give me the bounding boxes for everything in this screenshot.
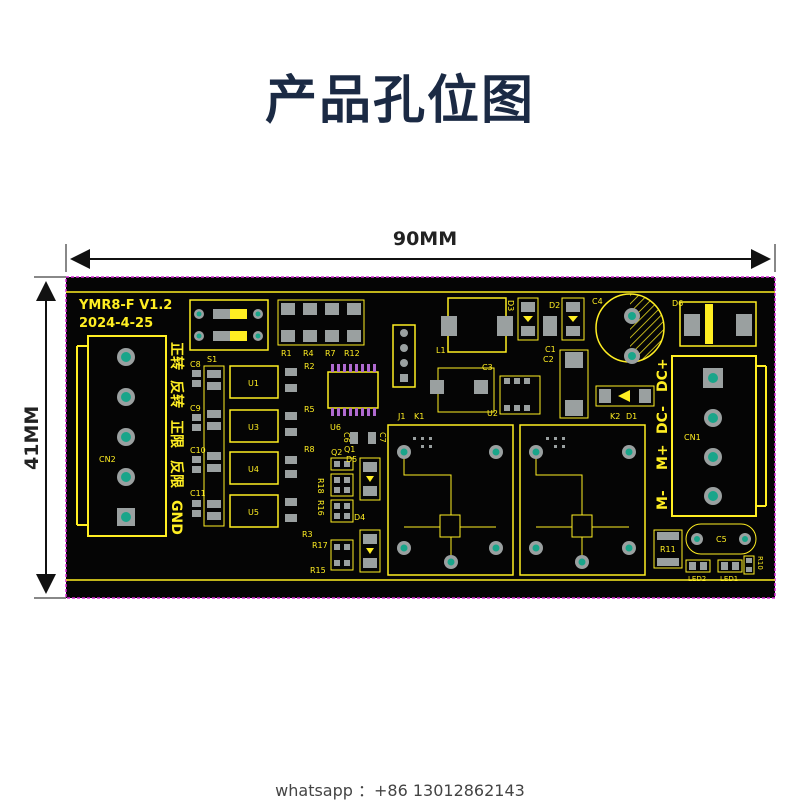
c2-label: C2	[543, 355, 554, 364]
label-reverse: 反转	[168, 380, 185, 408]
label-dc-minus: DC-	[655, 406, 671, 434]
relay-right	[519, 424, 646, 576]
u5-label: U5	[248, 508, 259, 517]
r3-label: R3	[302, 530, 313, 539]
c6-label: C6	[342, 432, 351, 443]
page-title: 产品孔位图	[264, 71, 535, 131]
c8-label: C8	[190, 360, 201, 369]
c11-label: C11	[190, 489, 206, 498]
r10-label: R10	[756, 556, 764, 570]
led1-label: LED1	[720, 575, 738, 583]
resistor-array: R1 R4 R7 R12	[277, 299, 365, 358]
r5-label: R5	[304, 405, 315, 414]
board-model-label: YMR8-F V1.2	[78, 298, 172, 313]
label-dc-plus: DC+	[655, 358, 671, 392]
r12-label: R12	[344, 349, 360, 358]
c1-label: C1	[545, 345, 556, 354]
d1-label: D1	[626, 412, 637, 421]
label-forward-limit: 正限	[168, 420, 184, 448]
r16-label: R16	[316, 500, 325, 516]
q2-label: Q2	[331, 448, 342, 457]
driver-parts: Q2 R17 R15 R18 R16 Q1 D5 D4 C6 C7	[310, 432, 387, 575]
label-forward: 正转	[168, 342, 185, 370]
c4-capacitor: C4	[592, 293, 665, 364]
pcb-board	[65, 276, 776, 599]
q1-label: Q1	[344, 445, 355, 454]
cn1-terminal: CN1	[671, 355, 767, 517]
board-date-label: 2024-4-25	[79, 316, 153, 331]
status-section: R11 C5 LED2 LED1 R10	[653, 523, 764, 583]
s1-label: S1	[207, 355, 217, 364]
r15-label: R15	[310, 566, 326, 575]
c5-label: C5	[716, 535, 727, 544]
j1-label: J1	[397, 412, 405, 421]
label-reverse-limit: 反限	[168, 460, 185, 488]
c7-label: C7	[378, 432, 387, 443]
l1-label: L1	[436, 346, 446, 355]
u4-label: U4	[248, 465, 259, 474]
cn2-terminal: CN2	[76, 335, 167, 537]
d2-label: D2	[549, 301, 560, 310]
u2-label: U2	[487, 409, 498, 418]
power-section: L1 C3 U2	[430, 297, 541, 418]
u1-label: U1	[248, 379, 259, 388]
d4-label: D4	[354, 513, 365, 522]
r2-label: R2	[304, 362, 315, 371]
relay-left	[387, 424, 514, 576]
r1-label: R1	[281, 349, 292, 358]
c9-label: C9	[190, 404, 201, 413]
d5-label: D5	[346, 455, 357, 464]
c4-label: C4	[592, 297, 603, 306]
r7-label: R7	[325, 349, 336, 358]
s1-switch: S1	[189, 299, 269, 364]
cn2-label: CN2	[99, 455, 116, 464]
d1-diode: K2 D1	[595, 385, 655, 421]
k1-label: K1	[414, 412, 424, 421]
r4-label: R4	[303, 349, 314, 358]
u6-chip: U6	[327, 364, 379, 432]
d6-diode: D6	[672, 299, 757, 347]
whatsapp-contact: whatsapp ：+86 13012862143	[275, 781, 525, 800]
r17-label: R17	[312, 541, 328, 550]
label-gnd: GND	[168, 500, 184, 535]
u3-label: U3	[248, 423, 259, 432]
u6-label: U6	[330, 423, 341, 432]
r8-label: R8	[304, 445, 315, 454]
optocoupler-column: U1 U3 U4 U5 C8 C9 C10 C11 R2 R5 R8 R3	[190, 360, 315, 539]
left-terminal-labels: 正转 反转 正限 反限 GND	[168, 342, 185, 535]
r11-label: R11	[660, 545, 676, 554]
d6-label: D6	[672, 299, 683, 308]
cn1-label: CN1	[684, 433, 701, 442]
led2-label: LED2	[688, 575, 706, 583]
label-m-plus: M+	[655, 444, 671, 470]
label-m-minus: M-	[655, 490, 671, 510]
d3-label: D3	[506, 300, 515, 311]
right-terminal-labels: DC- DC+ M+ M-	[655, 358, 671, 510]
c10-label: C10	[190, 446, 206, 455]
c3-label: C3	[482, 363, 493, 372]
r18-label: R18	[316, 478, 325, 494]
width-dimension-label: 90MM	[392, 228, 458, 250]
k2-label: K2	[610, 412, 620, 421]
dimension-lines	[34, 244, 776, 599]
height-dimension-label: 41MM	[21, 405, 43, 470]
diode-group: D3 C1 C2 D2	[506, 297, 589, 419]
j1-header: J1 K1	[392, 324, 424, 421]
